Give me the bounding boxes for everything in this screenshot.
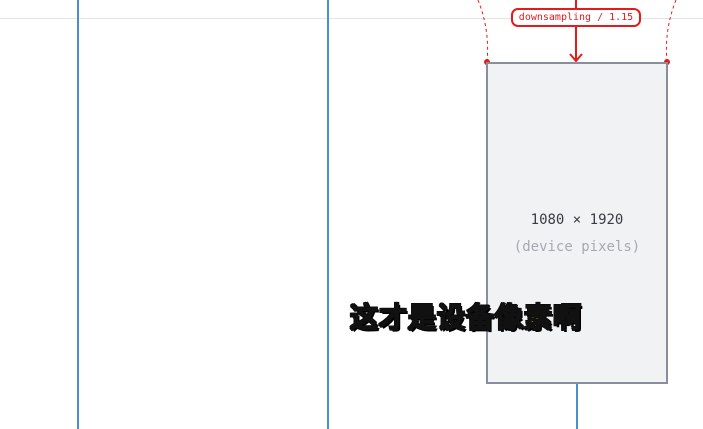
- device-dimensions: 1080 × 1920: [530, 212, 624, 228]
- right-dashed-curve: [665, 0, 677, 63]
- guide-line-left: [77, 0, 79, 429]
- device-pixels-box: [486, 62, 668, 384]
- guide-line-right: [576, 383, 578, 429]
- left-dashed-curve: [477, 0, 489, 63]
- device-unit-label: (device pixels): [513, 239, 641, 255]
- horizontal-divider: [0, 18, 703, 19]
- video-subtitle-caption: 这才是设备像素啊: [349, 300, 582, 335]
- guide-line-middle: [327, 0, 329, 429]
- downsampling-arrow-head: [569, 53, 583, 63]
- downsampling-label: downsampling / 1.15: [511, 8, 641, 27]
